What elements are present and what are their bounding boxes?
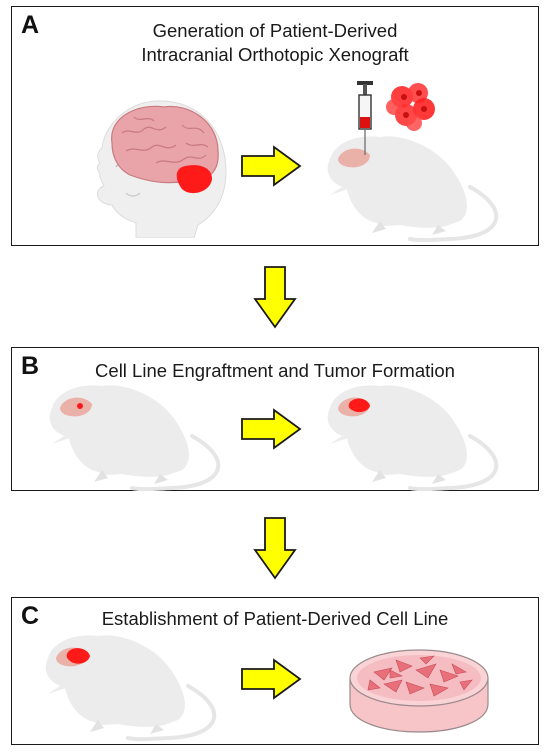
child-head-brain-icon xyxy=(96,100,227,238)
tumor-cells-icon xyxy=(386,83,435,131)
panel-a: A Generation of Patient-Derived Intracra… xyxy=(11,6,539,246)
mouse-icon xyxy=(320,129,520,249)
down-arrow-icon xyxy=(253,516,297,580)
panel-c-title: Establishment of Patient-Derived Cell Li… xyxy=(101,608,449,629)
mouse-icon xyxy=(38,628,238,748)
panel-c: C Establishment of Patient-Derived Cell … xyxy=(11,597,539,745)
panel-b: B Cell Line Engraftment and Tumor Format… xyxy=(11,347,539,491)
panel-letter-a: A xyxy=(21,11,40,39)
right-arrow-icon xyxy=(240,145,302,187)
panel-letter-b: B xyxy=(21,352,40,380)
panel-a-title-line1: Generation of Patient-Derived xyxy=(152,20,398,41)
panel-a-title-line2: Intracranial Orthotopic Xenograft xyxy=(141,44,409,65)
panel-b-title: Cell Line Engraftment and Tumor Formatio… xyxy=(95,360,455,381)
down-arrow-icon xyxy=(253,265,297,329)
right-arrow-icon xyxy=(240,408,302,450)
mouse-icon xyxy=(42,378,242,498)
petri-dish-icon xyxy=(349,649,489,733)
panel-letter-c: C xyxy=(21,602,40,630)
syringe-icon xyxy=(357,81,373,155)
panel-a-title: Generation of Patient-Derived Intracrani… xyxy=(12,19,538,67)
mouse-icon xyxy=(320,378,520,498)
right-arrow-icon xyxy=(240,658,302,700)
